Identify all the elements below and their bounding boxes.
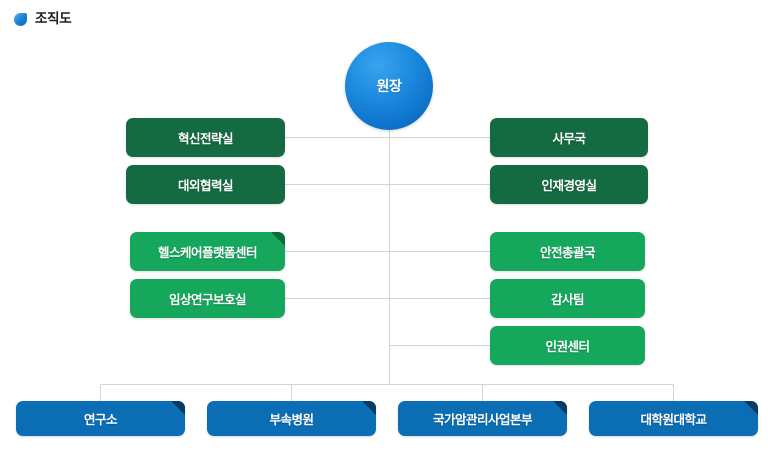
org-node-right-4[interactable]: 감사팀 xyxy=(490,279,645,318)
org-node-root-label: 원장 xyxy=(376,78,402,94)
org-node-left-1[interactable]: 혁신전략실 xyxy=(126,118,285,157)
org-node-bottom-4-label: 대학원대학교 xyxy=(640,413,707,427)
org-node-left-2-label: 대외협력실 xyxy=(177,179,234,193)
org-node-left-1-label: 혁신전략실 xyxy=(177,132,234,146)
org-node-bottom-1[interactable]: 연구소 xyxy=(16,401,185,436)
org-node-left-3-label: 헬스케어플랫폼센터 xyxy=(157,246,258,260)
org-node-left-4-label: 임상연구보호실 xyxy=(168,293,247,307)
org-node-right-4-label: 감사팀 xyxy=(550,293,585,307)
org-node-root[interactable]: 원장 xyxy=(345,42,433,130)
org-node-bottom-4[interactable]: 대학원대학교 xyxy=(589,401,758,436)
org-node-bottom-1-label: 연구소 xyxy=(83,413,118,427)
org-node-bottom-2-label: 부속병원 xyxy=(269,413,314,427)
org-node-right-5-label: 인권센터 xyxy=(545,340,590,354)
org-node-left-3[interactable]: 헬스케어플랫폼센터 xyxy=(130,232,285,271)
org-node-bottom-3[interactable]: 국가암관리사업본부 xyxy=(398,401,567,436)
page-title-label: 조직도 xyxy=(35,11,72,27)
org-node-bottom-2[interactable]: 부속병원 xyxy=(207,401,376,436)
page-title: 조직도 xyxy=(14,9,72,29)
org-node-right-3-label: 안전총괄국 xyxy=(539,246,596,260)
leaf-badge-icon xyxy=(14,12,27,26)
org-node-right-2[interactable]: 인재경영실 xyxy=(490,165,648,204)
org-node-left-4[interactable]: 임상연구보호실 xyxy=(130,279,285,318)
org-node-right-3[interactable]: 안전총괄국 xyxy=(490,232,645,271)
org-node-left-2[interactable]: 대외협력실 xyxy=(126,165,285,204)
org-node-right-1[interactable]: 사무국 xyxy=(490,118,648,157)
org-node-right-5[interactable]: 인권센터 xyxy=(490,326,645,365)
org-node-right-1-label: 사무국 xyxy=(552,132,586,146)
org-node-bottom-3-label: 국가암관리사업본부 xyxy=(432,413,533,427)
org-node-right-2-label: 인재경영실 xyxy=(541,179,597,193)
